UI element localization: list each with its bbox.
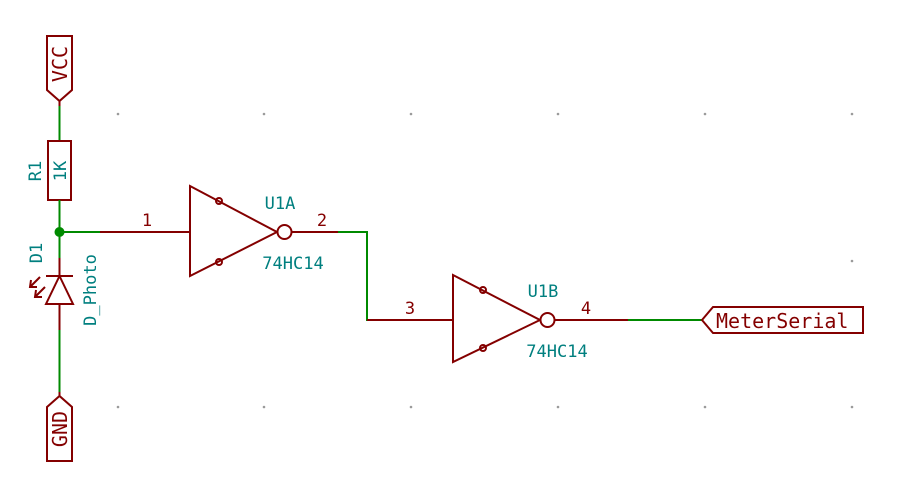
u1a-value: 74HC14 bbox=[262, 254, 323, 274]
vcc-port[interactable]: VCC bbox=[46, 35, 73, 106]
r1-ref: R1 bbox=[26, 161, 46, 181]
u1a-pin2-number: 2 bbox=[317, 211, 327, 231]
grid-dots bbox=[116, 112, 854, 409]
u1a-ref: U1A bbox=[265, 194, 296, 214]
inverter-u1a[interactable]: U1A 74HC14 bbox=[189, 184, 324, 278]
inverter-u1b[interactable]: U1B 74HC14 bbox=[452, 273, 588, 364]
d1-ref: D1 bbox=[27, 243, 47, 263]
photodiode-d1[interactable]: D1 D_Photo bbox=[27, 243, 101, 330]
d1-value: D_Photo bbox=[81, 254, 101, 326]
u1b-pin3-number: 3 bbox=[405, 299, 415, 319]
light-arrows-icon bbox=[28, 276, 46, 298]
vcc-label: VCC bbox=[48, 46, 72, 82]
wire-u1a-u1b[interactable] bbox=[338, 231, 393, 321]
gnd-port[interactable]: GND bbox=[46, 392, 73, 462]
r1-value: 1K bbox=[51, 160, 71, 181]
gnd-label: GND bbox=[48, 411, 72, 447]
net-label-meterserial[interactable]: MeterSerial bbox=[700, 306, 864, 334]
u1a-pin1-number: 1 bbox=[142, 211, 152, 231]
u1b-pin4-number: 4 bbox=[581, 299, 591, 319]
u1b-value: 74HC14 bbox=[526, 342, 587, 362]
resistor-r1[interactable]: R1 1K bbox=[26, 140, 72, 201]
u1b-ref: U1B bbox=[528, 282, 559, 302]
net-label-text: MeterSerial bbox=[716, 309, 848, 333]
